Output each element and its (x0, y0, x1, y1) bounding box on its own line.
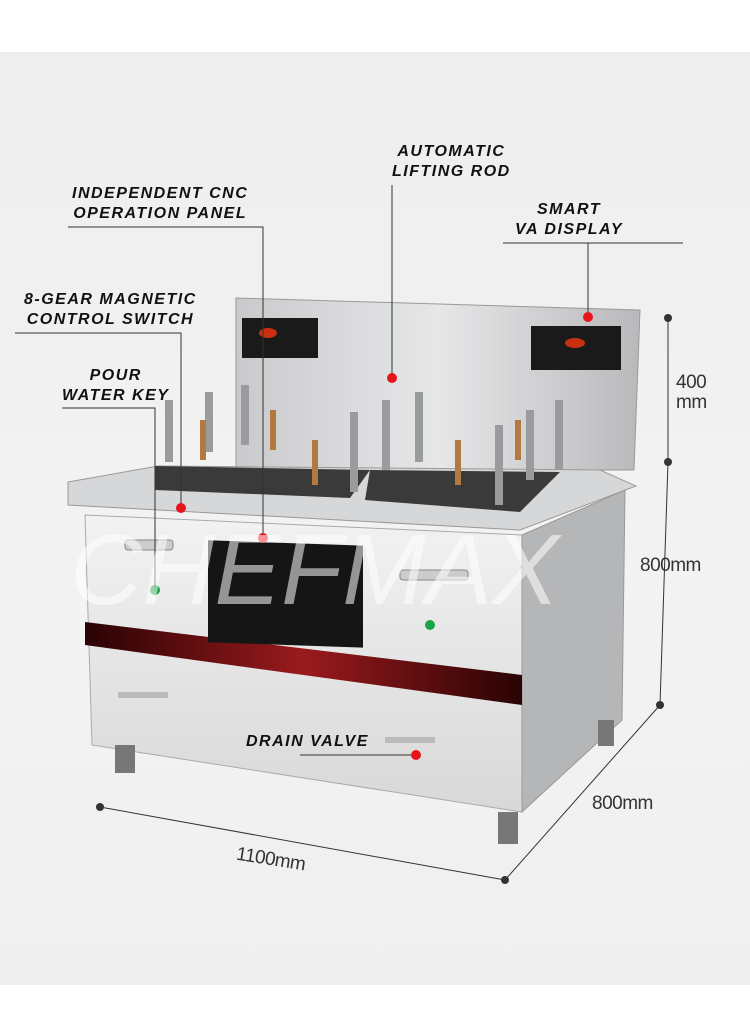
callout-lifting-rod: AUTOMATIC LIFTING ROD (392, 142, 511, 182)
lifting-rods (165, 385, 563, 505)
dimension-depth: 800mm (592, 793, 653, 814)
callout-line: 8-GEAR MAGNETIC (24, 291, 197, 308)
callout-markers (176, 312, 593, 760)
dimension-back-height: 400 mm (676, 373, 707, 413)
callout-line: LIFTING ROD (392, 163, 511, 180)
callout-cnc-panel: INDEPENDENT CNC OPERATION PANEL (72, 184, 248, 224)
callout-line: WATER KEY (62, 387, 170, 404)
dimension-unit: mm (676, 392, 707, 413)
dimension-value: 400 (676, 372, 707, 393)
callout-line: VA DISPLAY (515, 221, 624, 238)
switch-panel (208, 540, 363, 648)
callout-va-display: SMART VA DISPLAY (515, 200, 623, 240)
dimension-height: 800mm (640, 555, 701, 576)
red-stripe (85, 622, 522, 705)
callout-magnetic-switch: 8-GEAR MAGNETIC CONTROL SWITCH (24, 290, 197, 330)
callout-pour-water-key: POUR WATER KEY (62, 366, 169, 406)
callout-line: SMART (536, 201, 602, 218)
display-left (242, 318, 318, 358)
dimension-endpoints (96, 314, 672, 884)
callout-line: POUR (89, 367, 142, 384)
callout-line: OPERATION PANEL (73, 205, 248, 222)
callout-line: AUTOMATIC (397, 143, 506, 160)
pour-water-button-right (425, 620, 435, 630)
display-right (531, 326, 621, 370)
watermark: CHEFMAX (70, 514, 559, 626)
callout-drain-valve: DRAIN VALVE (246, 733, 369, 750)
callout-line: INDEPENDENT CNC (72, 185, 249, 202)
callout-line: CONTROL SWITCH (26, 311, 195, 328)
